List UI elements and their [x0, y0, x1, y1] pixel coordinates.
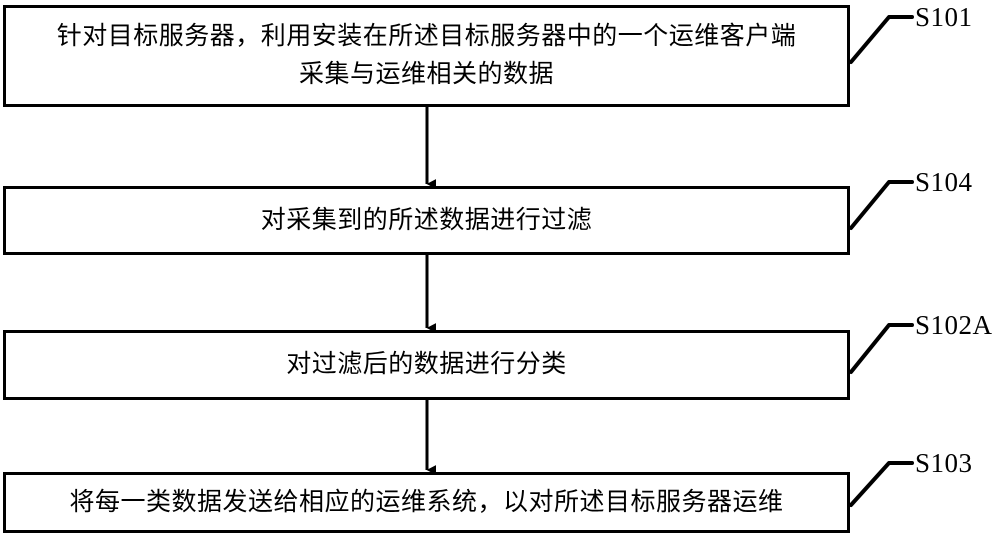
step-box-s104: 对采集到的所述数据进行过滤 — [3, 186, 850, 255]
ref-label-s103: S103 — [915, 448, 973, 478]
step-text-s103: 将每一类数据发送给相应的运维系统，以对所述目标服务器运维 — [69, 488, 784, 516]
leader-line-group — [849, 15, 914, 507]
leader-line-s103 — [849, 461, 914, 507]
ref-label-s101: S101 — [915, 2, 973, 32]
step-text-s102a: 对过滤后的数据进行分类 — [286, 351, 567, 378]
step-box-s101: 针对目标服务器，利用安装在所述目标服务器中的一个运维客户端 采集与运维相关的数据 — [3, 5, 850, 107]
leader-line-s104 — [849, 180, 914, 230]
leader-line-s101 — [849, 15, 914, 64]
ref-label-s104: S104 — [915, 167, 973, 197]
step-text-s101: 针对目标服务器，利用安装在所述目标服务器中的一个运维客户端 采集与运维相关的数据 — [56, 23, 797, 88]
ref-label-s102a: S102A — [915, 310, 993, 340]
step-box-s102a: 对过滤后的数据进行分类 — [3, 330, 850, 400]
step-text-s104: 对采集到的所述数据进行过滤 — [260, 206, 593, 234]
step-box-s103: 将每一类数据发送给相应的运维系统，以对所述目标服务器运维 — [3, 472, 850, 533]
leader-line-s102a — [849, 323, 914, 374]
